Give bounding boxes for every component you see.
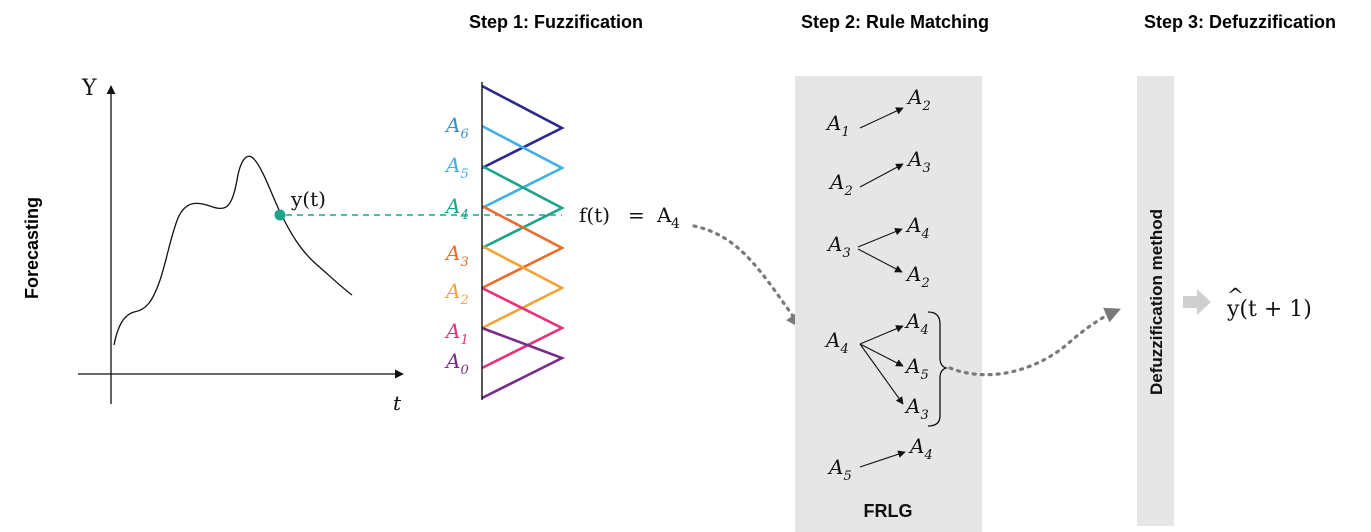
- arrow-to-defuzz: [948, 307, 1121, 377]
- membership-functions: [481, 84, 566, 400]
- frlg-label: FRLG: [864, 501, 913, 521]
- rule4-to-a: A4: [904, 309, 929, 338]
- membership-line-a6: [481, 84, 565, 170]
- rule1-to: A2: [906, 85, 931, 114]
- membership-line-a5: [481, 124, 565, 210]
- rule2-to: A3: [906, 147, 931, 176]
- membership-line-a2: [481, 244, 565, 330]
- rule5-to: A4: [908, 434, 933, 463]
- membership-line-a1: [481, 286, 565, 370]
- fuzzy-set-label-a1: A1: [444, 319, 469, 348]
- step2-heading: Step 2: Rule Matching: [801, 12, 989, 32]
- fuzzy-set-label-a5: A5: [444, 153, 469, 182]
- y-axis-label: Y: [81, 76, 97, 101]
- current-point-marker: [274, 209, 286, 221]
- rule5-from: A5: [827, 455, 852, 484]
- rule4-to-c: A3: [904, 394, 929, 423]
- membership-line-a4: [481, 164, 565, 250]
- rule3-to-a: A4: [905, 213, 930, 242]
- fuzzified-result: f(t) = A 4: [579, 203, 680, 232]
- rule-arrows: [857, 107, 906, 468]
- membership-line-a3: [481, 204, 565, 290]
- time-series-curve: [113, 155, 353, 346]
- defuzz-panel: [1137, 76, 1174, 526]
- defuzz-method-label: Defuzzification method: [1147, 209, 1166, 395]
- output-arrow-icon: [1183, 289, 1211, 315]
- rule4-to-b: A5: [904, 354, 929, 383]
- forecasting-label: Forecasting: [22, 197, 42, 299]
- rule3-to-b: A2: [905, 262, 930, 291]
- x-axis-label: t: [393, 391, 402, 415]
- rule4-from: A4: [824, 328, 849, 357]
- fuzzy-set-label-a4: A4: [444, 194, 469, 223]
- membership-line-a0: [481, 326, 566, 400]
- fuzzy-set-label-a3: A3: [444, 241, 469, 270]
- rule2-from: A2: [828, 170, 853, 199]
- step1-heading: Step 1: Fuzzification: [469, 12, 643, 32]
- fuzzy-set-label-a6: A6: [444, 113, 469, 142]
- step3-heading: Step 3: Defuzzification: [1144, 12, 1336, 32]
- fuzzy-set-label-a0: A0: [444, 349, 469, 378]
- output-label: y(t + 1): [1226, 297, 1312, 322]
- rule4-brace: [927, 311, 949, 427]
- output-hat: ^: [1227, 283, 1244, 307]
- arrow-to-rules: [692, 224, 802, 329]
- rule1-from: A1: [825, 111, 850, 140]
- fuzzy-set-label-a2: A2: [444, 279, 469, 308]
- rule3-from: A3: [826, 232, 851, 261]
- point-label: y(t): [290, 187, 326, 211]
- frlg-panel: [795, 76, 982, 532]
